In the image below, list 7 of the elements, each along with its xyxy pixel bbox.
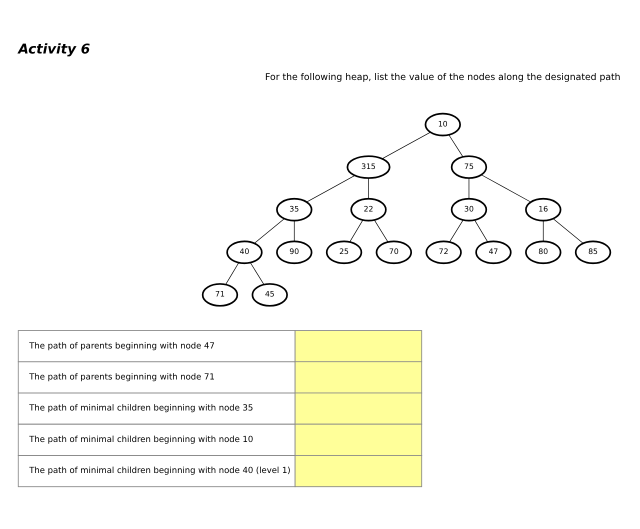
label: The path of parents beginning with node 71 [29, 370, 215, 381]
label: The path of minimal children beginning with node 10 [29, 433, 254, 444]
label: The path of minimal children beginning with node 40 (level 1) [29, 464, 291, 475]
label: The path of minimal children beginning with node 35 [29, 402, 254, 412]
diagram-title: Activity 6 [18, 41, 90, 58]
label: The path of parents beginning with node 47 [29, 340, 215, 350]
label: For the following heap, list the value of the nodes along the designated path [265, 71, 621, 82]
